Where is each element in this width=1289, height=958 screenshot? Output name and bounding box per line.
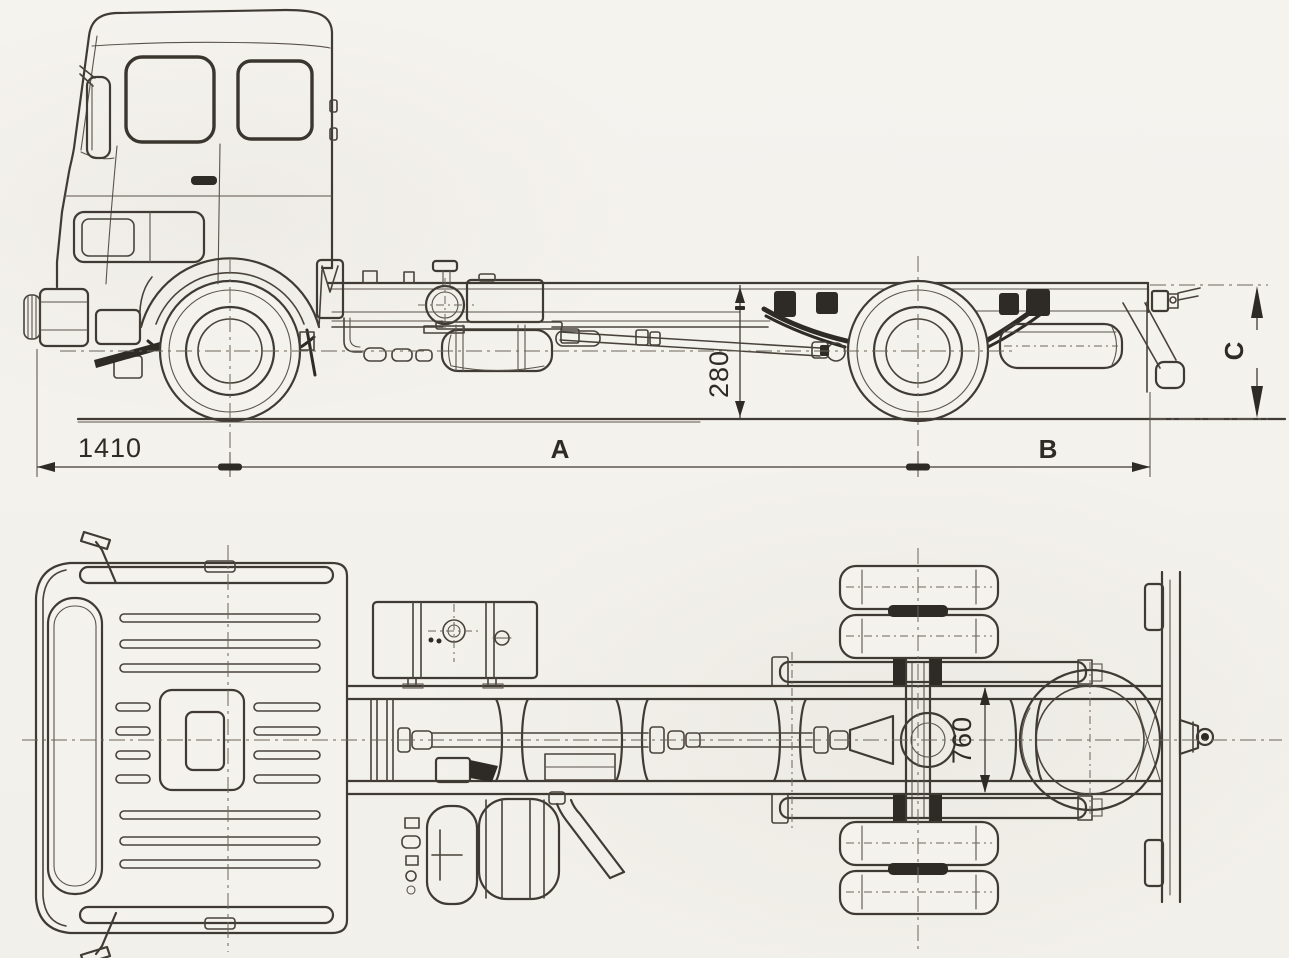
exhaust-pipe-plan	[548, 791, 626, 880]
side-centerlines	[60, 256, 1015, 452]
rear-crossmember-plan	[1143, 570, 1215, 904]
dim-rear-frame-height: C	[1150, 284, 1268, 420]
dim-frame-width: 760	[947, 687, 990, 793]
rear-springs-plan	[771, 656, 1103, 824]
dim-label-b: B	[1039, 434, 1058, 464]
door-mirror	[79, 65, 112, 160]
fuel-tank-plan	[371, 600, 539, 689]
air-tanks-plan	[401, 797, 561, 906]
steering-gear-plan	[434, 753, 616, 784]
dim-label-280: 280	[704, 350, 734, 398]
plan-centerlines	[22, 545, 1282, 952]
ground-line	[76, 417, 1287, 423]
rear-side-window	[236, 59, 314, 141]
door-handle	[191, 176, 217, 185]
rear-dual-wheels-plan	[838, 564, 1000, 916]
side-view: 280 C 1410 A B	[23, 8, 1287, 477]
mirror-top-plan	[79, 530, 118, 585]
chassis-frame-rail-side	[326, 281, 1150, 328]
cab-mount-and-exhaust	[315, 258, 433, 362]
front-bumper	[23, 287, 143, 379]
overall-dimension-chain: 1410 A B	[36, 349, 1151, 477]
door-window	[124, 55, 216, 144]
dim-label-1410: 1410	[78, 433, 142, 463]
truck-cab-plan	[34, 530, 349, 958]
rear-tank-side	[998, 322, 1124, 370]
rear-towing-jaw	[1150, 287, 1201, 313]
dim-label-a: A	[551, 434, 570, 464]
windshield-plan	[46, 596, 104, 896]
cab-skirt-panel	[72, 210, 206, 264]
dim-label-c: C	[1219, 341, 1249, 360]
truck-cab-side	[55, 8, 338, 329]
tow-hitch	[1178, 718, 1215, 756]
muffler-side	[555, 330, 601, 347]
battery-box-side	[465, 273, 545, 324]
dim-frame-height: 280	[704, 285, 745, 418]
drive-shaft-side	[559, 328, 846, 362]
rear-bracket-mudflap	[1122, 301, 1186, 393]
dim-label-760: 760	[947, 716, 977, 764]
mirror-bottom-plan	[79, 911, 118, 958]
plan-view: 760	[22, 530, 1282, 958]
roof-ribs	[115, 613, 321, 869]
fuel-tank-side	[435, 321, 601, 373]
